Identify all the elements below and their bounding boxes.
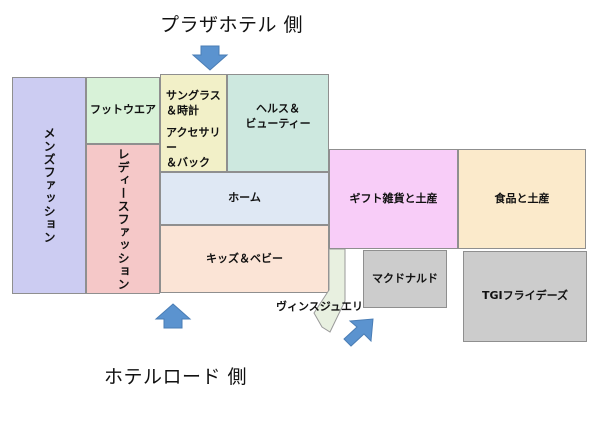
zone-tgi-fridays[interactable]: TGIフライデーズ (463, 251, 587, 342)
zone-beauty-label: ビューティー (245, 117, 311, 130)
zone-gift-label: ギフト雑貨と土産 (349, 191, 438, 205)
zone-accessory-label: アクセサリー (166, 126, 221, 155)
entrance-arrow-diagonal-icon (343, 318, 374, 347)
zone-ladies-fashion[interactable]: レディースファッション (86, 144, 160, 294)
zone-food-souvenirs[interactable]: 食品と土産 (458, 149, 586, 249)
zone-food-label: 食品と土産 (494, 191, 550, 205)
zone-mcdonalds-label: マクドナルド (372, 271, 438, 285)
zone-kids-baby[interactable]: キッズ＆ベビー (160, 225, 329, 293)
zone-vins-jewelry-label: ヴィンスジュエリー (276, 300, 375, 313)
zone-health-beauty[interactable]: ヘルス＆ ビューティー (227, 74, 329, 172)
zone-home-label: ホーム (228, 191, 261, 205)
zone-gift-souvenirs[interactable]: ギフト雑貨と土産 (329, 149, 458, 249)
plaza-hotel-side-label: プラザホテル 側 (160, 14, 304, 36)
zone-mens-fashion[interactable]: メンズファッション (12, 77, 86, 294)
zone-sunglasses-accessories[interactable]: サングラス ＆時計 アクセサリー ＆バック (160, 74, 227, 172)
zone-ladies-fashion-label: レディースファッション (116, 147, 131, 291)
zone-sunglasses-label: サングラス (166, 89, 221, 102)
zone-health-label: ヘルス＆ (256, 102, 300, 116)
zone-bag-label: ＆バック (166, 156, 210, 170)
zone-watches-label: ＆時計 (166, 103, 199, 117)
zone-kids-baby-label: キッズ＆ベビー (206, 251, 283, 265)
zone-vins-jewelry-shape[interactable] (300, 245, 346, 335)
zone-footwear[interactable]: フットウエア (86, 77, 160, 144)
entrance-arrow-up-icon (154, 303, 192, 329)
zone-tgi-fridays-label: TGIフライデーズ (481, 289, 569, 303)
zone-home[interactable]: ホーム (160, 172, 329, 225)
zone-mcdonalds[interactable]: マクドナルド (363, 250, 447, 308)
zone-footwear-label: フットウエア (90, 103, 156, 117)
zone-mens-fashion-label: メンズファッション (42, 127, 57, 244)
hotel-road-side-label: ホテルロード 側 (104, 366, 248, 388)
entrance-arrow-down-icon (191, 45, 229, 71)
